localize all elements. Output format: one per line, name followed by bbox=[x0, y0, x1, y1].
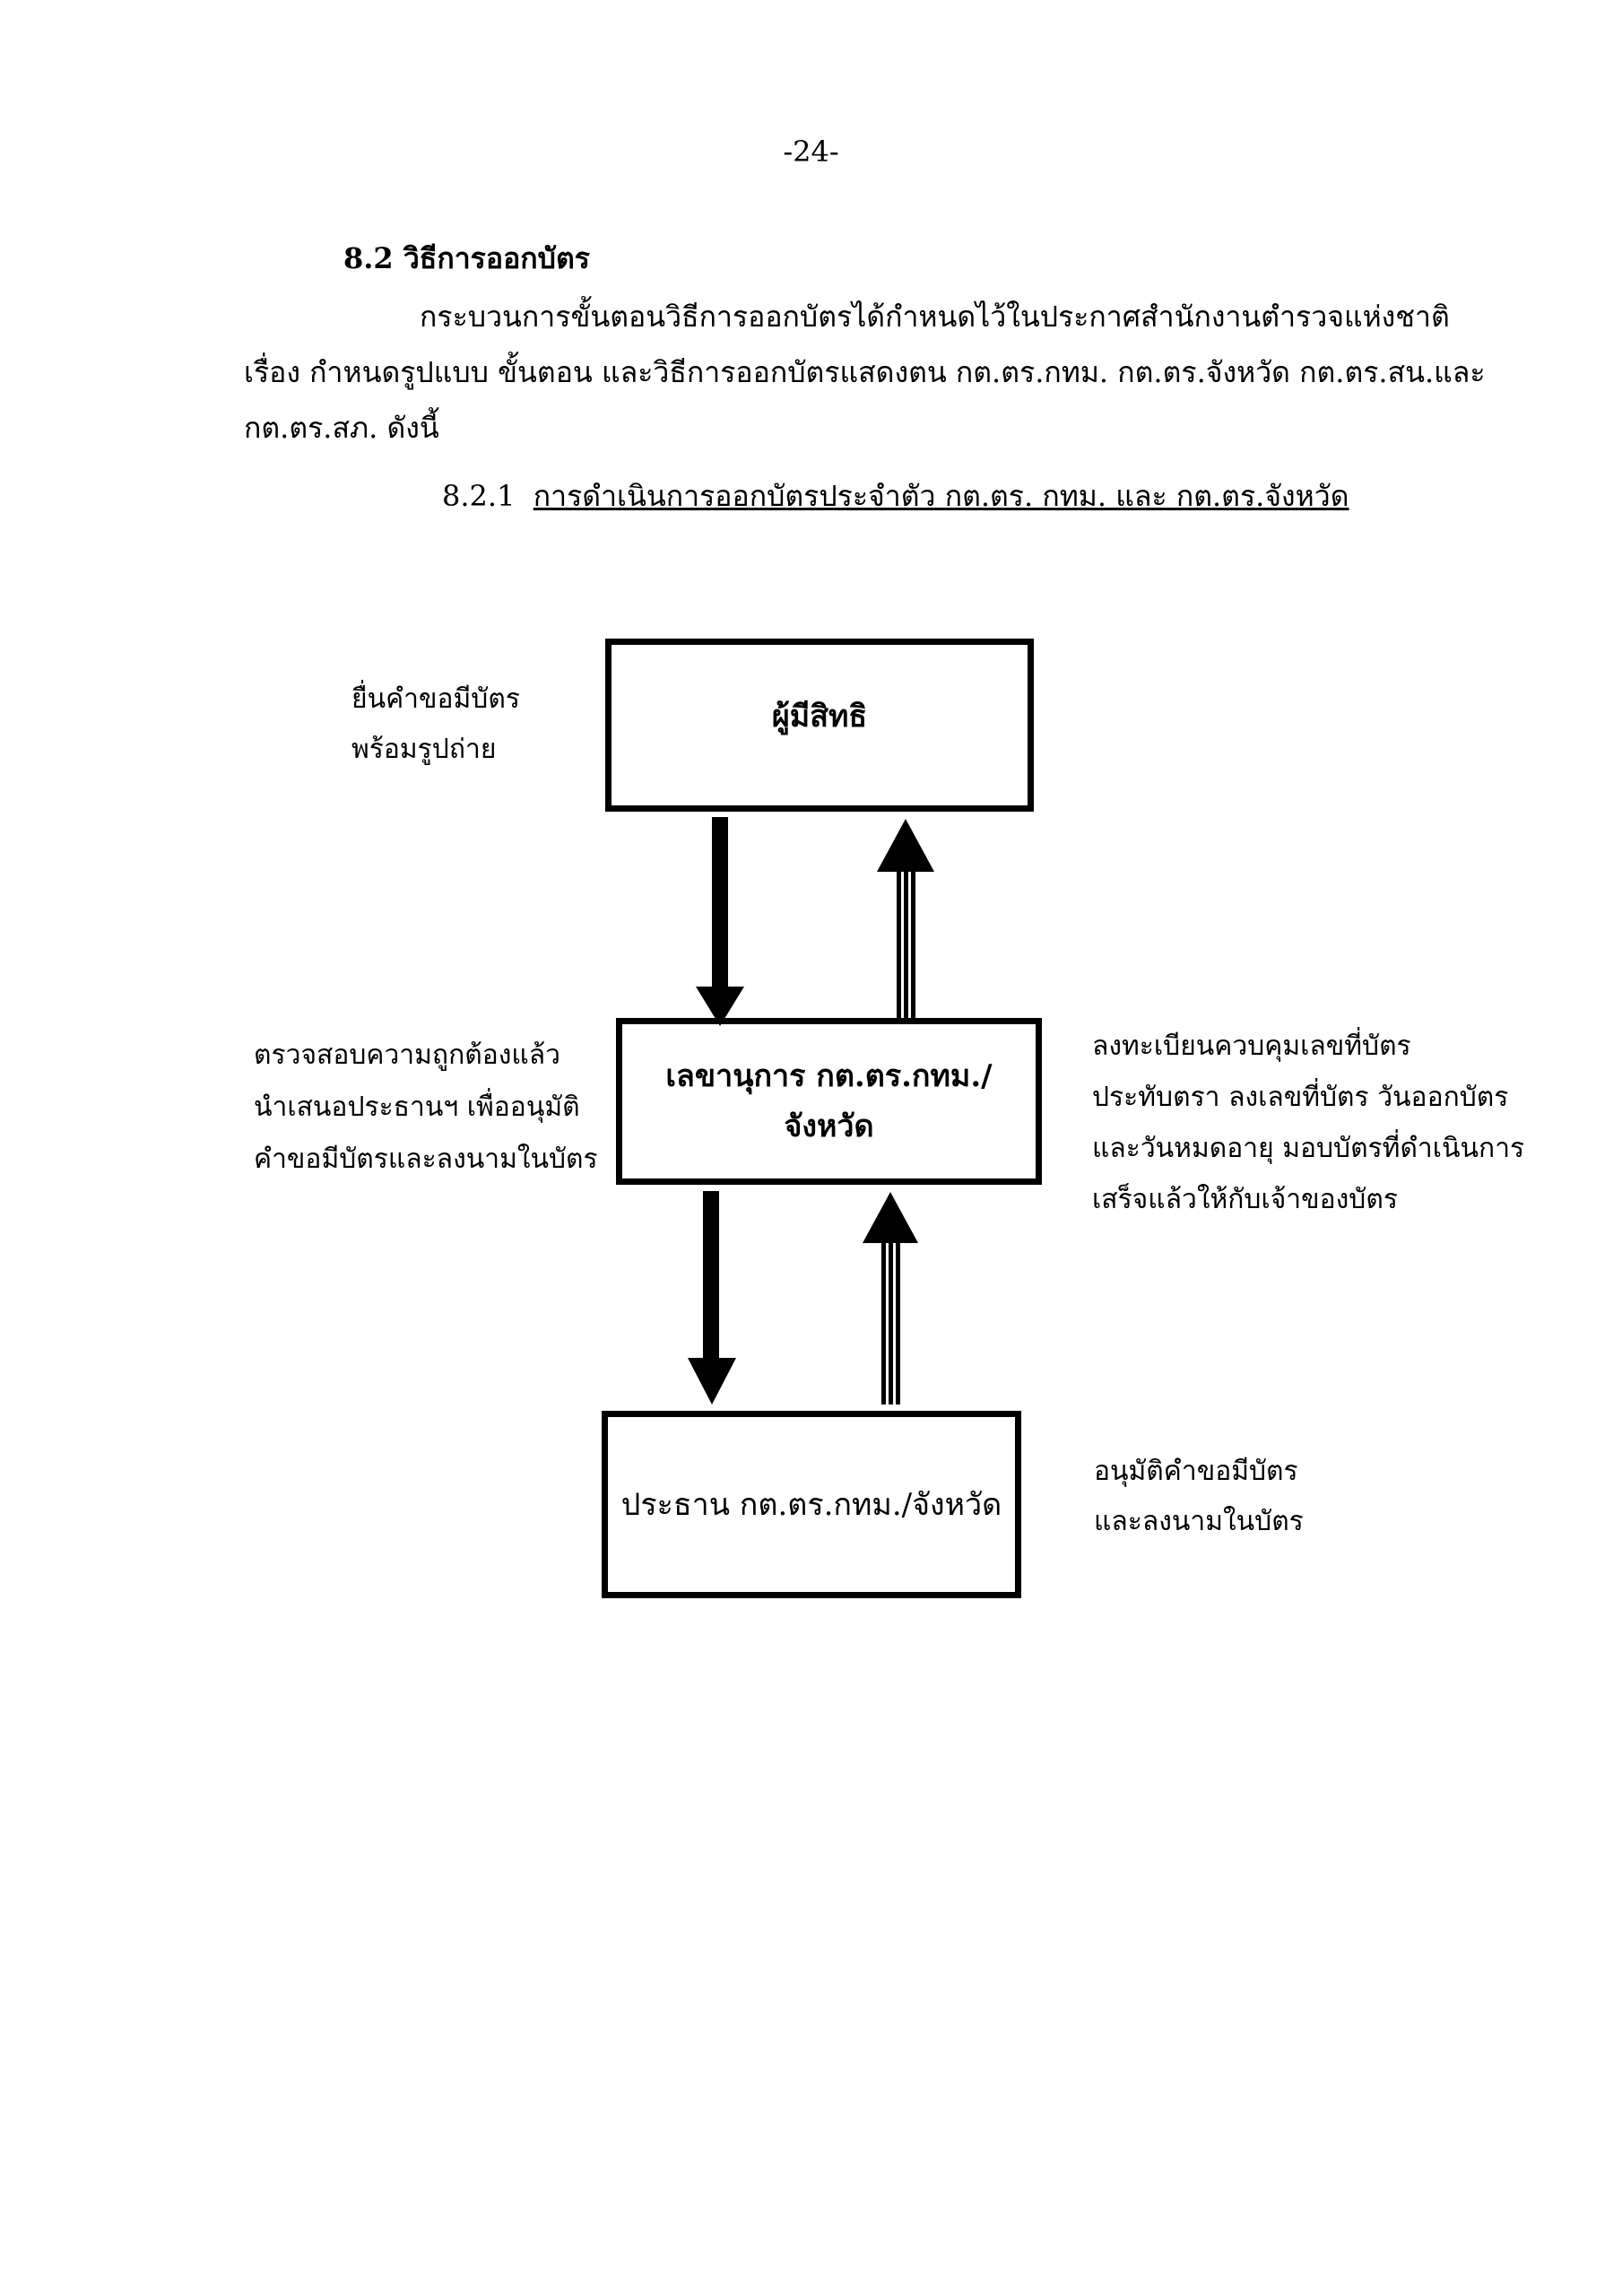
paragraph-line: เรื่อง กำหนดรูปแบบ ขั้นตอน และวิธีการออก… bbox=[244, 355, 1486, 389]
note-register-and-deliver: ลงทะเบียนควบคุมเลขที่บัตร ประทับตรา ลงเล… bbox=[1092, 1021, 1524, 1225]
box-label: ประธาน กต.ตร.กทม./จังหวัด bbox=[620, 1486, 1002, 1523]
section-heading: 8.2 วิธีการออกบัตร bbox=[343, 241, 590, 275]
note-line: ลงทะเบียนควบคุมเลขที่บัตร bbox=[1092, 1031, 1411, 1062]
arrow-up-triple-1 bbox=[877, 819, 934, 1018]
page-number: -24- bbox=[783, 135, 839, 169]
box-label-line: เลขานุการ กต.ตร.กทม./ bbox=[665, 1058, 993, 1094]
note-line: ประทับตรา ลงเลขที่บัตร วันออกบัตร bbox=[1092, 1082, 1509, 1113]
note-verify-and-propose: ตรวจสอบความถูกต้องแล้ว นำเสนอประธานฯ เพื… bbox=[254, 1030, 598, 1186]
note-line: และวันหมดอายุ มอบบัตรที่ดำเนินการ bbox=[1092, 1133, 1525, 1164]
note-submit-request: ยื่นคำขอมีบัตร พร้อมรูปถ่าย bbox=[351, 674, 520, 775]
box-label: เลขานุการ กต.ตร.กทม./ จังหวัด bbox=[665, 1051, 992, 1152]
note-line: ตรวจสอบความถูกต้องแล้ว bbox=[254, 1039, 560, 1071]
arrow-down-solid-2 bbox=[688, 1191, 736, 1405]
note-line: นำเสนอประธานฯ เพื่ออนุมัติ bbox=[254, 1091, 580, 1123]
note-line: เสร็จแล้วให้กับเจ้าของบัตร bbox=[1092, 1184, 1398, 1215]
arrow-up-triple-2 bbox=[863, 1192, 918, 1405]
note-line: อนุมัติคำขอมีบัตร bbox=[1094, 1456, 1298, 1487]
section-paragraph: กระบวนการขั้นตอนวิธีการออกบัตรได้กำหนดไว… bbox=[244, 289, 1499, 456]
subsection-number: 8.2.1 bbox=[442, 479, 516, 513]
box-label-line: จังหวัด bbox=[784, 1109, 874, 1144]
paragraph-line: กระบวนการขั้นตอนวิธีการออกบัตรได้กำหนดไว… bbox=[420, 300, 1450, 334]
paragraph-line: กต.ตร.สภ. ดังนี้ bbox=[244, 411, 439, 445]
note-line: คำขอมีบัตรและลงนามในบัตร bbox=[254, 1144, 598, 1175]
box-chairman: ประธาน กต.ตร.กทม./จังหวัด bbox=[602, 1411, 1021, 1598]
box-eligible-person: ผู้มีสิทธิ bbox=[605, 639, 1034, 812]
box-secretary: เลขานุการ กต.ตร.กทม./ จังหวัด bbox=[616, 1018, 1042, 1185]
note-approve-and-sign: อนุมัติคำขอมีบัตร และลงนามในบัตร bbox=[1094, 1447, 1304, 1547]
arrow-down-solid-1 bbox=[696, 817, 744, 1026]
note-line: พร้อมรูปถ่าย bbox=[351, 734, 497, 765]
note-line: ยื่นคำขอมีบัตร bbox=[351, 683, 520, 715]
note-line: และลงนามในบัตร bbox=[1094, 1506, 1304, 1537]
box-label: ผู้มีสิทธิ bbox=[771, 698, 868, 735]
subsection-heading: 8.2.1 การดำเนินการออกบัตรประจำตัว กต.ตร.… bbox=[442, 474, 1349, 519]
subsection-title: การดำเนินการออกบัตรประจำตัว กต.ตร. กทม. … bbox=[533, 479, 1349, 513]
